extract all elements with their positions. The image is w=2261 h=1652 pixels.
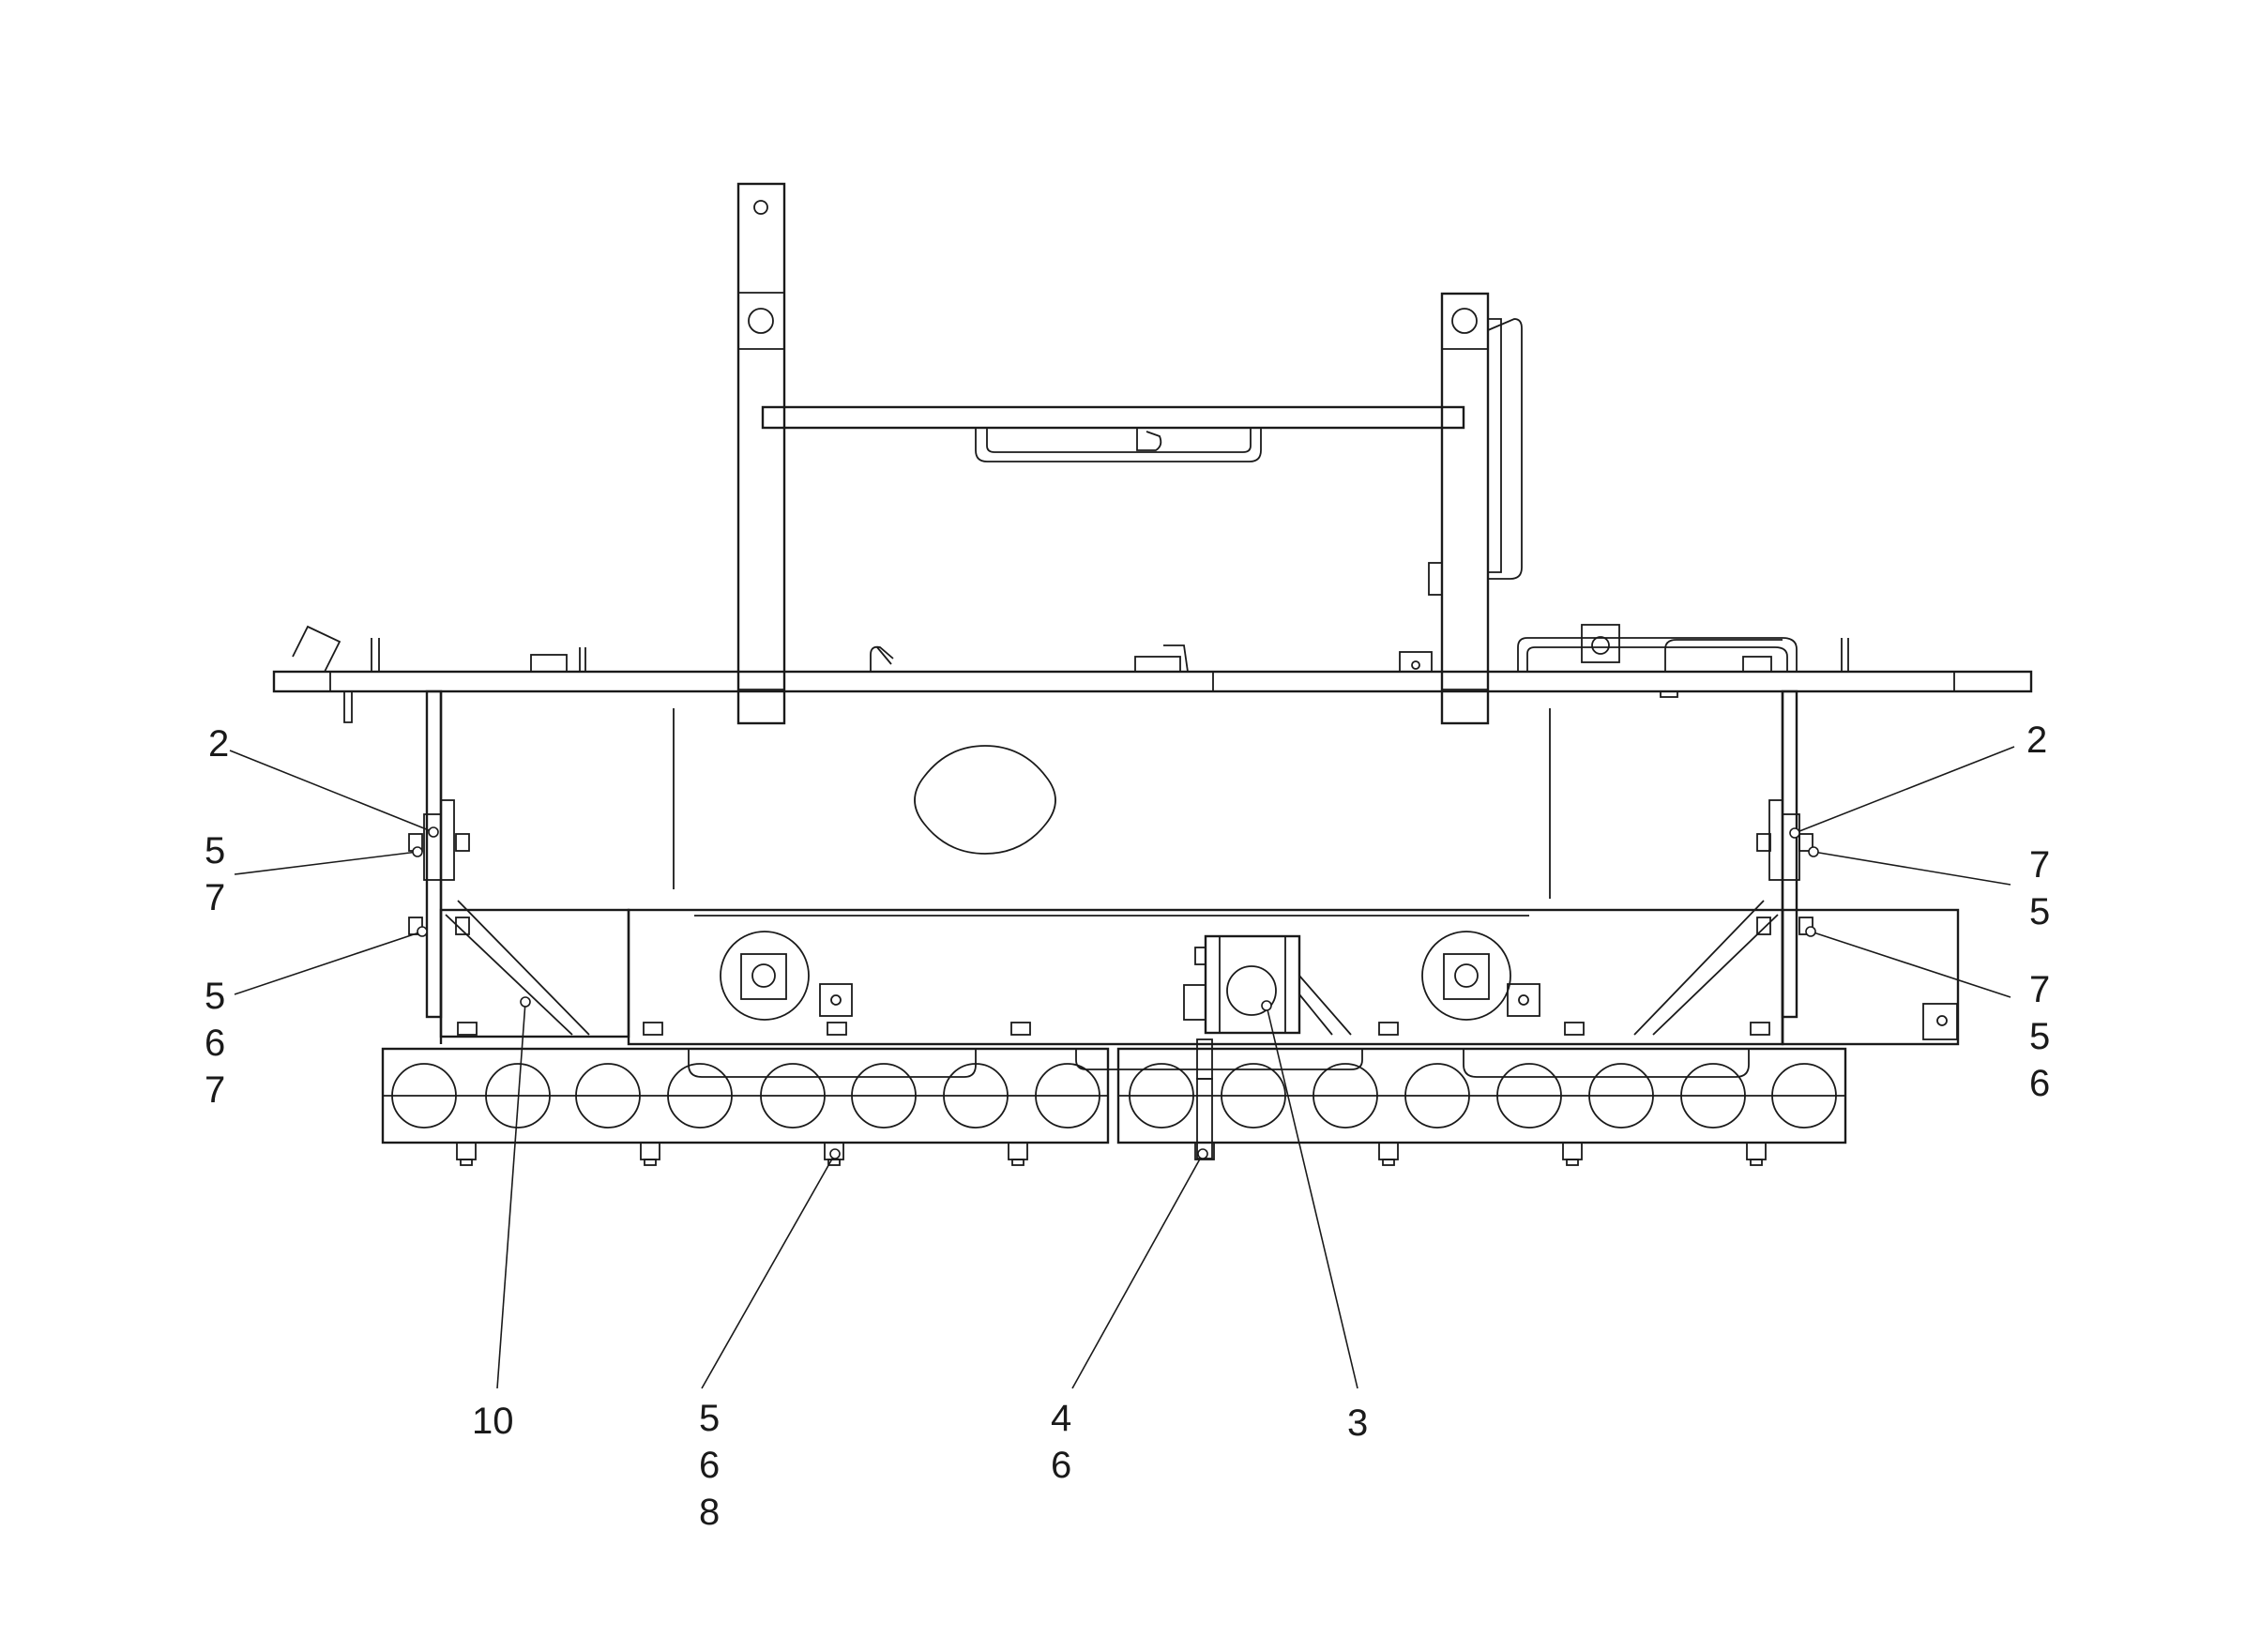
callout-right-low-1: 7 (2029, 969, 2050, 1010)
clamp-bars (381, 1038, 1847, 1166)
callout-bottom-568-3: 8 (699, 1492, 720, 1533)
callout-right-mid-2: 5 (2029, 891, 2050, 932)
callout-bottom-568-2: 6 (699, 1445, 720, 1486)
callout-left-low-2: 6 (205, 1023, 225, 1064)
left-post-hole (748, 308, 774, 334)
callout-bottom-568-1: 5 (699, 1398, 720, 1439)
callouts: 2 5 7 5 6 7 2 7 5 7 5 6 10 5 6 8 4 6 3 (205, 720, 2050, 1533)
left-upright-post (736, 182, 786, 725)
callout-bottom-10: 10 (472, 1401, 514, 1442)
callout-right-low-3: 6 (2029, 1063, 2050, 1104)
callout-left-mid-2: 7 (205, 877, 225, 918)
diamond-cutout (914, 745, 1056, 855)
left-post-top-hole (753, 200, 768, 215)
angled-stud (292, 625, 341, 673)
deck-plate (272, 624, 2033, 723)
handle-clamp-block (1581, 624, 1620, 663)
left-mount-boss (720, 931, 810, 1021)
top-crossbar (761, 405, 1465, 430)
right-mount-boss (1421, 931, 1511, 1021)
callout-left-low-1: 5 (205, 976, 225, 1017)
right-upright-post (1440, 292, 1490, 725)
callout-right-low-2: 5 (2029, 1016, 2050, 1057)
callout-right-mid-1: 7 (2029, 844, 2050, 886)
box-body (408, 690, 1960, 1046)
callout-right-upper-1: 2 (2026, 720, 2047, 761)
callout-bottom-46-1: 4 (1051, 1398, 1071, 1439)
callout-bottom-46-2: 6 (1051, 1445, 1071, 1486)
callout-bottom-3: 3 (1347, 1402, 1368, 1444)
right-post-hole (1451, 308, 1478, 334)
callout-left-low-3: 7 (205, 1069, 225, 1111)
bores-right (1129, 1063, 1837, 1129)
deck-plate-bar (272, 670, 2033, 693)
nuts (456, 1142, 1767, 1166)
leader-lines (229, 746, 2015, 1389)
upper-frame (736, 182, 1523, 725)
callout-left-upper-1: 2 (208, 723, 229, 765)
callout-left-mid-1: 5 (205, 830, 225, 871)
